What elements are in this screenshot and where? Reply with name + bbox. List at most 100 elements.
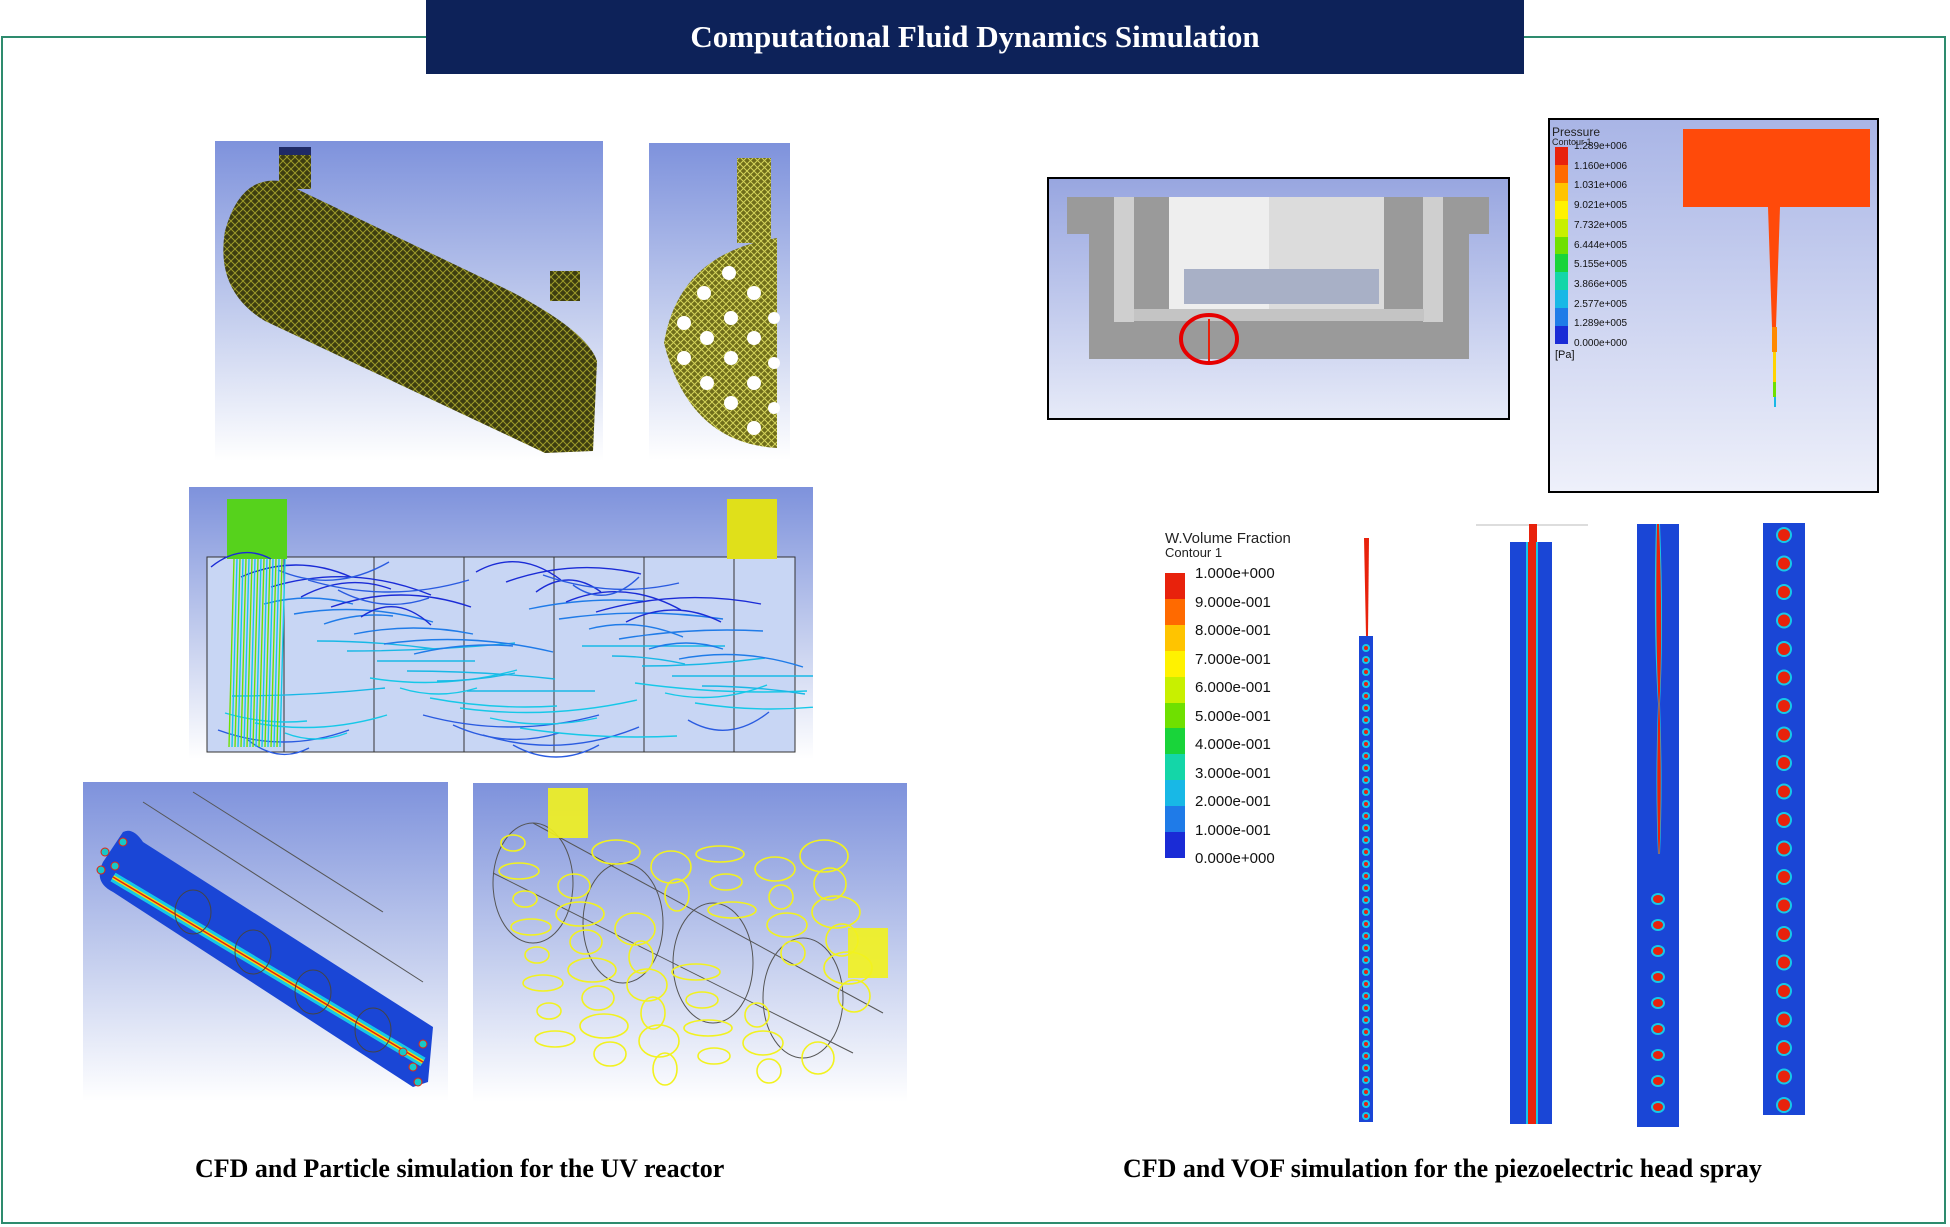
droplet	[1778, 1042, 1790, 1054]
streamline	[231, 558, 238, 748]
streamline	[228, 558, 235, 748]
vof-legend-subtitle: Contour 1	[1165, 545, 1223, 560]
streamline	[678, 653, 804, 668]
droplet	[1364, 658, 1368, 662]
droplet	[1778, 1013, 1790, 1026]
droplet	[1653, 1051, 1663, 1059]
streamline	[252, 558, 259, 748]
reactor-particle-tracking-image	[473, 783, 907, 1102]
droplet	[1364, 694, 1368, 698]
streamline	[542, 574, 680, 591]
droplet	[1364, 778, 1368, 782]
droplet	[1778, 842, 1790, 855]
streamline	[231, 687, 386, 697]
droplet	[1364, 1114, 1368, 1118]
droplet	[1778, 814, 1790, 826]
streamline	[383, 638, 554, 653]
pressure-legend-subtitle: Contour 1	[1552, 137, 1592, 147]
droplet	[1364, 766, 1368, 770]
colorbar-swatch	[1555, 326, 1568, 344]
droplet	[1778, 529, 1790, 541]
droplet	[1364, 850, 1368, 854]
colorbar-swatch	[1165, 573, 1185, 599]
particle-track	[569, 929, 603, 955]
colorbar-swatch	[1165, 780, 1185, 807]
nozzle-geometry-image	[1047, 177, 1510, 420]
streamline	[565, 591, 682, 611]
pressure-legend-title: Pressure	[1552, 125, 1601, 139]
legend-value: 1.000e+000	[1195, 565, 1275, 582]
streamline	[648, 642, 724, 650]
particle-track	[683, 1019, 733, 1037]
legend-value: 1.000e-001	[1195, 821, 1271, 839]
colorbar-swatch	[1165, 832, 1185, 858]
streamline	[254, 714, 388, 729]
streamline	[595, 596, 762, 613]
particle-track	[671, 963, 721, 981]
particle-track	[557, 873, 591, 899]
particle-track	[709, 873, 743, 891]
streamline	[353, 627, 474, 635]
caption-piezo-spray: CFD and VOF simulation for the piezoelec…	[1123, 1154, 1762, 1183]
streamline	[422, 714, 600, 728]
reactor-baffle-mesh-image	[649, 143, 790, 460]
streamline	[641, 657, 766, 667]
particle-track	[768, 884, 794, 910]
streamline	[234, 558, 241, 748]
streamline	[284, 732, 348, 740]
droplet	[1778, 586, 1790, 598]
legend-value: 5.155e+005	[1574, 259, 1628, 271]
legend-value: 0.000e+000	[1195, 850, 1275, 867]
streamline	[330, 594, 472, 608]
streamline	[240, 564, 352, 578]
droplet	[1364, 670, 1368, 674]
streamline	[267, 558, 274, 748]
droplet	[1364, 1102, 1368, 1106]
droplet	[1778, 785, 1790, 798]
droplet	[1364, 922, 1368, 926]
streamline	[452, 724, 560, 741]
vof-jet-column-1	[1356, 536, 1382, 1124]
droplet	[1778, 700, 1790, 712]
particle-track	[811, 895, 861, 929]
particle-track	[652, 1052, 678, 1086]
vof-colorbar	[1165, 573, 1185, 858]
droplet	[1364, 994, 1368, 998]
legend-value: 3.866e+005	[1574, 278, 1628, 290]
colorbar-swatch	[1165, 702, 1185, 729]
droplet	[1364, 1018, 1368, 1022]
colorbar-swatch	[1555, 272, 1568, 291]
colorbar-swatch	[1555, 236, 1568, 255]
droplet	[1364, 1042, 1368, 1046]
particle-track	[512, 890, 538, 908]
streamline	[316, 640, 436, 650]
colorbar-swatch	[1555, 147, 1568, 165]
vof-jet-column-3	[1637, 524, 1679, 1127]
droplet	[1653, 947, 1663, 955]
particle-track	[638, 1024, 680, 1058]
streamline	[210, 551, 272, 568]
legend-value: 6.444e+005	[1574, 239, 1628, 251]
streamline	[237, 558, 244, 748]
particle-track	[534, 1030, 576, 1048]
droplet	[1364, 742, 1368, 746]
droplet	[1778, 614, 1790, 627]
droplet	[1364, 814, 1368, 818]
legend-value: 1.031e+006	[1574, 180, 1628, 192]
streamline	[277, 561, 390, 581]
streamline	[279, 558, 286, 748]
streamline	[258, 558, 265, 748]
particle-track	[524, 946, 550, 964]
droplet	[1364, 886, 1368, 890]
colorbar-swatch	[1555, 218, 1568, 237]
droplet	[1364, 862, 1368, 866]
streamline	[300, 581, 392, 598]
colorbar-swatch	[1165, 650, 1185, 677]
particle-track	[581, 985, 615, 1011]
reactor-uv-contour-image	[83, 782, 448, 1101]
